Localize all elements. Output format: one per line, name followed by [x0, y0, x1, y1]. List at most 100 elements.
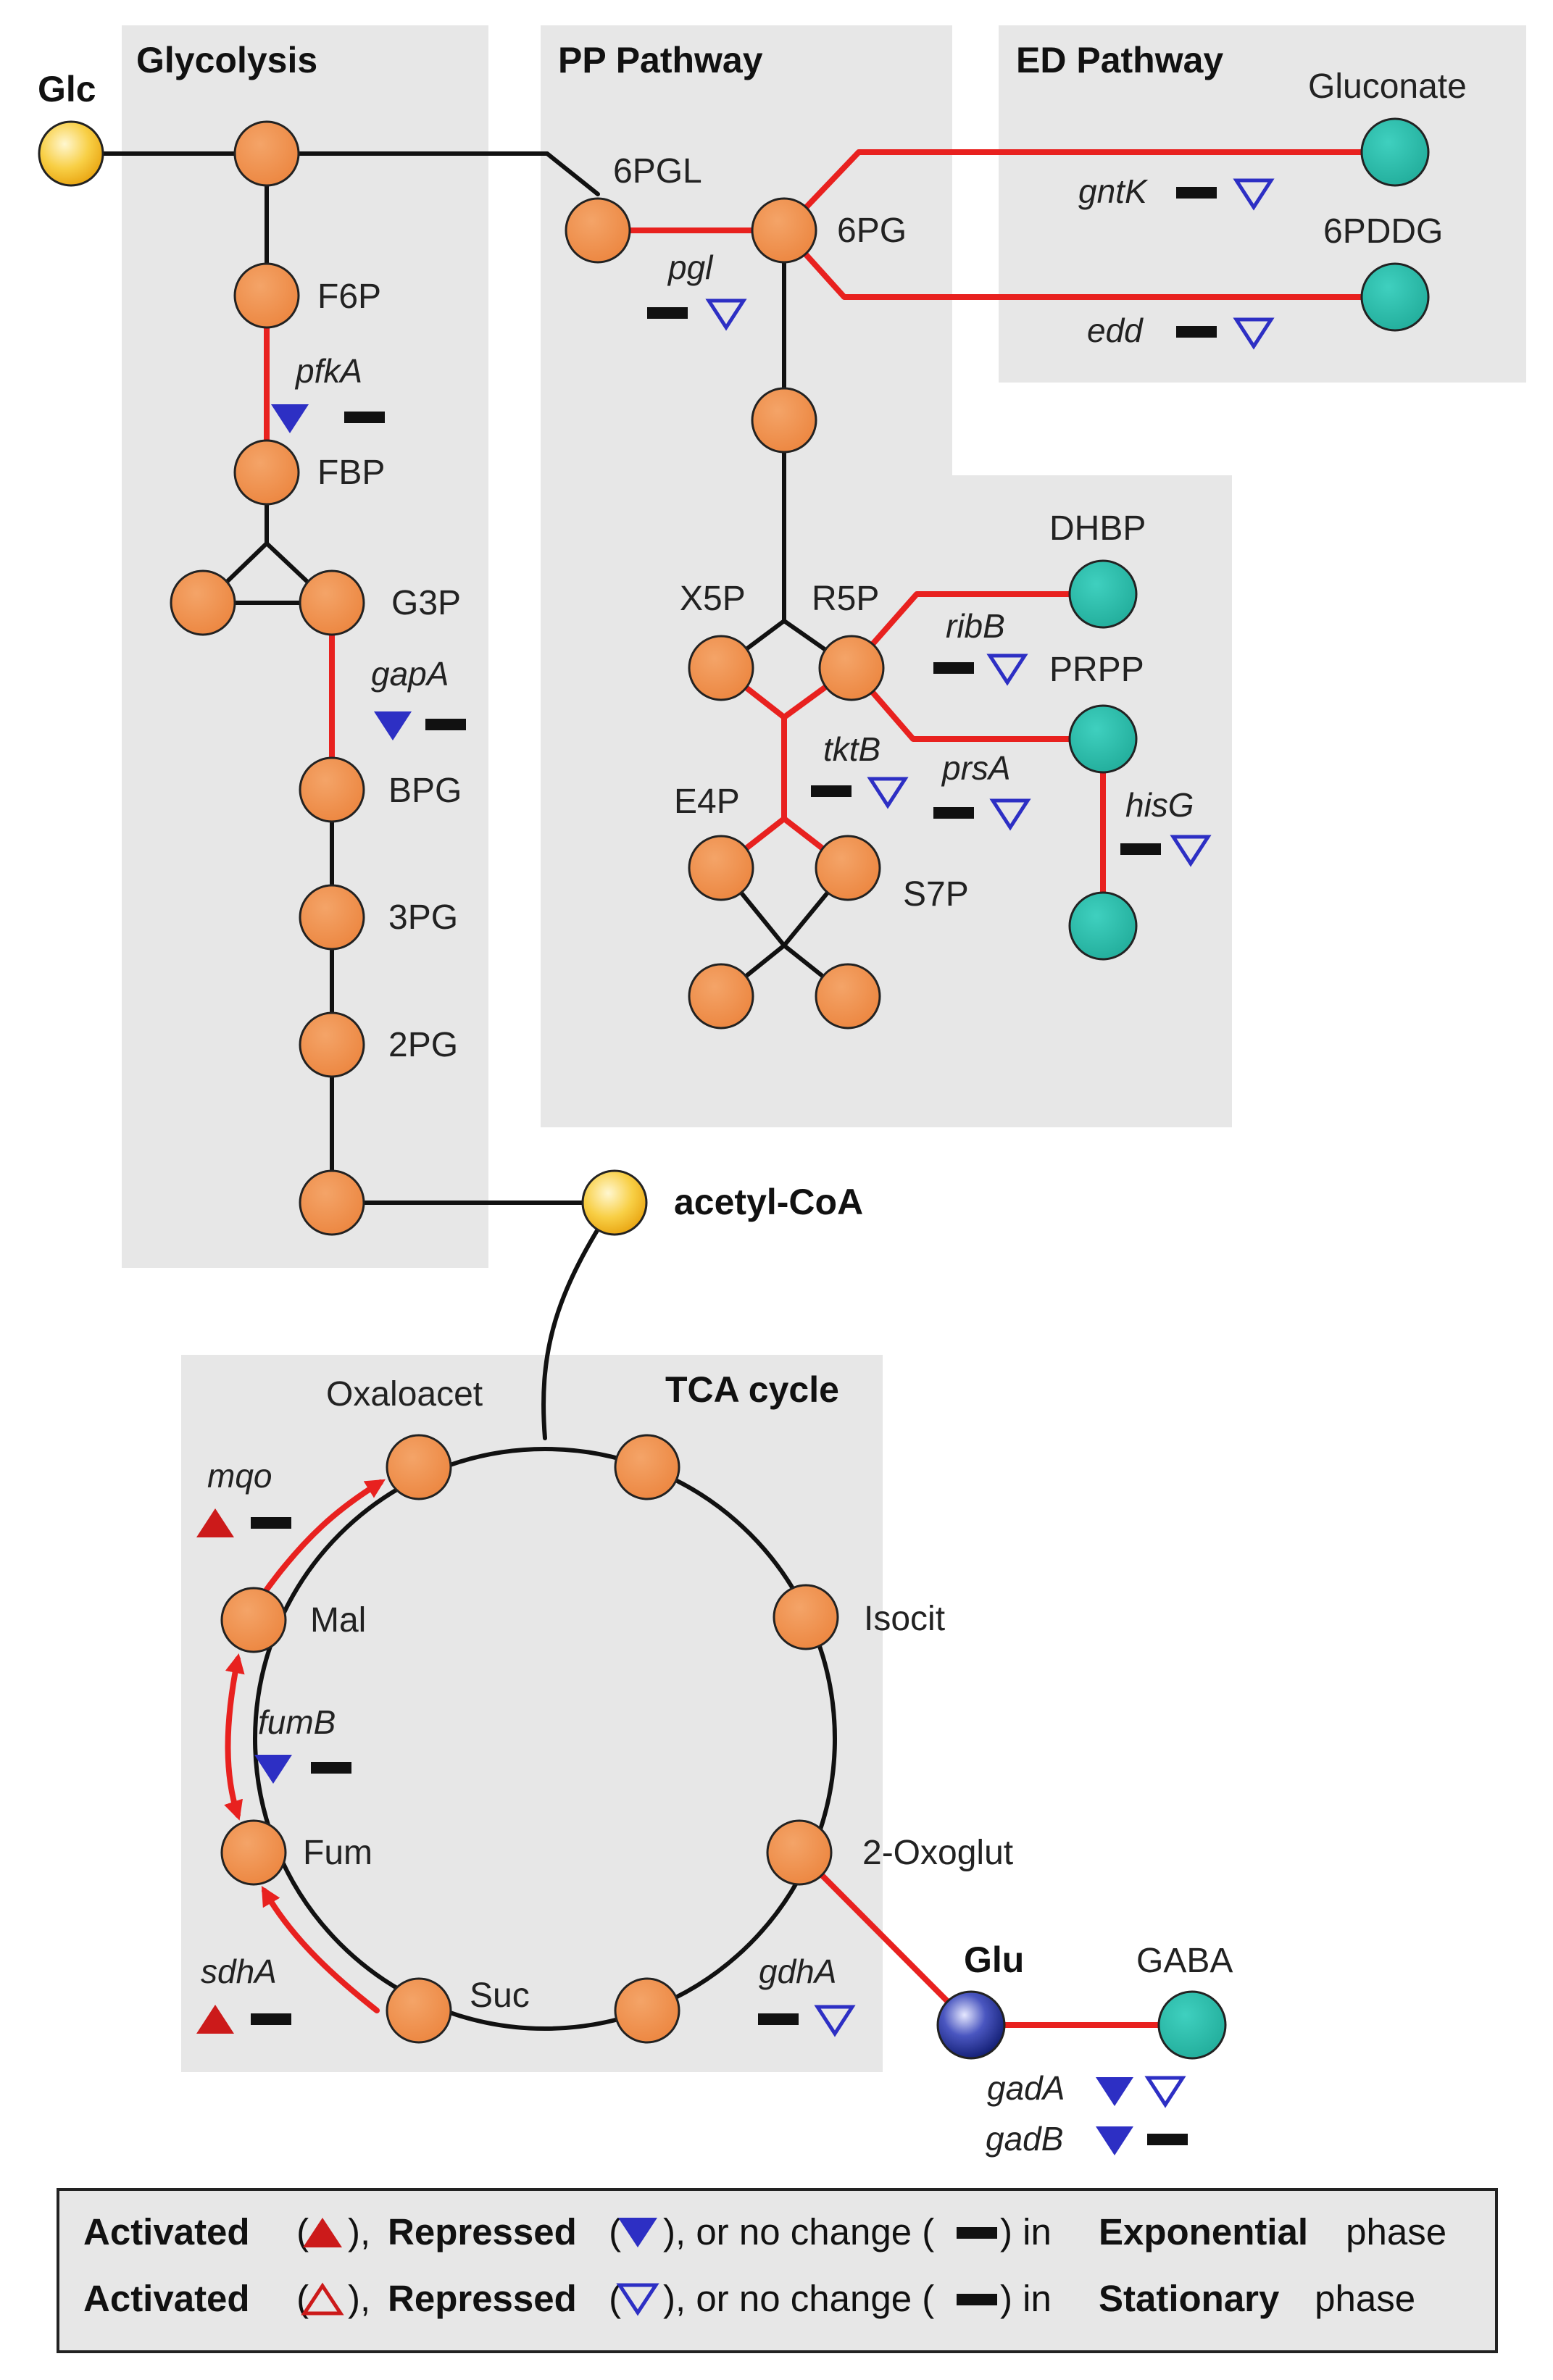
glycolysis-panel [122, 25, 488, 1268]
glycolysis-title: Glycolysis [136, 40, 317, 80]
node-prpp [1068, 704, 1138, 774]
node-r5p [818, 635, 885, 701]
gene-gadb-name: gadB [986, 2120, 1063, 2158]
node-bpg [299, 756, 365, 823]
gene-edd-stat-mark [1233, 317, 1275, 350]
label-e4p: E4P [674, 782, 740, 821]
edge-glc-hub [69, 151, 600, 196]
gene-gadb-stat-mark [1147, 2134, 1188, 2145]
gene-pfka-exp-mark [271, 404, 309, 433]
gene-tktb-exp-mark [811, 785, 852, 797]
legend-r1-activated: Activated [83, 2211, 250, 2252]
gene-hisg-exp-mark [1120, 843, 1161, 855]
label-bpg: BPG [388, 772, 462, 810]
label-s7p: S7P [903, 875, 969, 914]
label-6pgl: 6PGL [613, 152, 702, 191]
label-2pg: 2PG [388, 1026, 458, 1064]
gene-prsa-name: prsA [941, 749, 1011, 787]
node-oxoglut [766, 1819, 833, 1886]
legend-r1-activated-mark [303, 2218, 342, 2247]
gene-gadb-exp-mark [1096, 2126, 1133, 2155]
legend-r2-activated-mark [301, 2282, 344, 2316]
gene-edd-name: edd [1087, 312, 1144, 349]
legend-r1-p5: ) in [1000, 2211, 1062, 2252]
node-glu [936, 1990, 1006, 2060]
gene-mqo-name: mqo [207, 1457, 272, 1495]
label-glu: Glu [964, 1940, 1024, 1980]
gene-ribb-name: ribB [946, 607, 1005, 645]
legend-r2-phase: Stationary [1099, 2278, 1280, 2319]
gene-pfka-name: pfkA [294, 352, 362, 390]
gene-hisg-stat-mark [1170, 835, 1212, 867]
gene-pgl-exp-mark [647, 307, 688, 319]
gene-gdha-stat-mark [814, 2005, 856, 2037]
gene-pgl-name: pgl [667, 249, 714, 286]
label-r5p: R5P [812, 580, 879, 618]
gene-gapa-name: gapA [371, 655, 449, 693]
legend: Activated ( ), Repressed ( ), or no chan… [57, 2188, 1498, 2353]
node-gluconate [1360, 117, 1430, 187]
node-glc [38, 120, 104, 187]
node-fbp [233, 439, 300, 506]
legend-r2-p4: ), or no change ( [663, 2278, 934, 2319]
gene-pfka-stat-mark [344, 412, 385, 423]
legend-r2-nochange-mark [957, 2294, 997, 2305]
tca-cycle-title: TCA cycle [665, 1369, 839, 1410]
gene-gntk-exp-mark [1176, 187, 1217, 199]
label-isocit: Isocit [864, 1600, 945, 1638]
gene-gapa-exp-mark [374, 711, 412, 740]
node-lower-left [688, 963, 754, 1030]
legend-box [57, 2188, 1498, 2353]
node-6pgl [565, 197, 631, 264]
legend-r1-p2: ), [348, 2211, 380, 2252]
legend-r1-nochange-mark [957, 2227, 997, 2239]
legend-r1-repressed-mark [618, 2218, 657, 2247]
metabolite-labels: Glc F6P FBP G3P BPG 3PG 2PG acetyl-CoA 6… [38, 67, 1467, 2015]
node-f6p [233, 262, 300, 329]
node-isocit [773, 1584, 839, 1650]
gene-gntk-stat-mark [1233, 178, 1275, 211]
legend-r1-p3: ( [599, 2211, 621, 2252]
node-suc [386, 1977, 452, 2044]
gene-gapa-stat-mark [425, 719, 466, 730]
label-prpp: PRPP [1049, 651, 1144, 689]
node-acetyl-coa [581, 1169, 648, 1236]
gene-fumb-exp-mark [254, 1755, 292, 1784]
label-glc: Glc [38, 69, 96, 109]
legend-r2-repressed-mark [616, 2283, 659, 2316]
tca-ring [253, 1447, 837, 2031]
label-fbp: FBP [317, 454, 385, 492]
label-3pg: 3PG [388, 898, 458, 937]
gene-fumb-stat-mark [311, 1762, 351, 1774]
node-citrate [614, 1434, 680, 1500]
ed-pathway-panel [999, 25, 1526, 383]
node-oxaloacet [386, 1434, 452, 1500]
node-2pg [299, 1011, 365, 1078]
legend-r2-repressed: Repressed [388, 2278, 577, 2319]
node-3pg [299, 884, 365, 951]
legend-r1-repressed: Repressed [388, 2211, 577, 2252]
node-6pddg [1360, 262, 1430, 332]
gene-mqo-stat-mark [251, 1517, 291, 1529]
node-dhbp [1068, 559, 1138, 629]
label-gaba: GABA [1136, 1942, 1233, 1980]
legend-row-exponential: Activated ( ), Repressed ( ), or no chan… [83, 2211, 1446, 2252]
node-x5p [688, 635, 754, 701]
label-mal: Mal [310, 1601, 366, 1640]
label-dhbp: DHBP [1049, 509, 1146, 548]
node-glycolysis-hub [233, 120, 300, 187]
node-lower-right [815, 963, 881, 1030]
gene-ribb-stat-mark [986, 654, 1028, 686]
gene-tktb-stat-mark [867, 777, 909, 809]
label-acetyl-coa: acetyl-CoA [674, 1182, 863, 1222]
legend-row-stationary: Activated ( ), Repressed ( ), or no chan… [83, 2278, 1415, 2319]
gene-sdha-stat-mark [251, 2013, 291, 2025]
legend-r2-p5: ) in [1000, 2278, 1062, 2319]
gene-gada-name: gadA [987, 2069, 1065, 2107]
legend-r1-p6: phase [1336, 2211, 1446, 2252]
legend-r1-phase: Exponential [1099, 2211, 1308, 2252]
legend-r2-p2: ), [348, 2278, 380, 2319]
gene-ribb-exp-mark [933, 662, 974, 674]
ed-pathway-title: ED Pathway [1016, 40, 1223, 80]
